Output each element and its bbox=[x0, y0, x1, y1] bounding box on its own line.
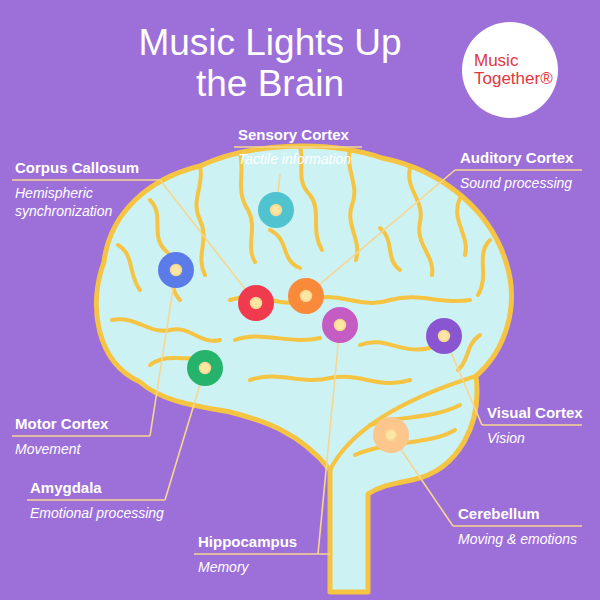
logo-circle: Music Together® bbox=[462, 22, 558, 118]
part-function: Emotional processing bbox=[30, 504, 190, 522]
part-function: Vision bbox=[487, 429, 587, 447]
title: Music Lights Up the Brain bbox=[110, 22, 430, 105]
part-function: Hemispheric synchronization bbox=[15, 184, 165, 220]
part-function: Movement bbox=[15, 440, 155, 458]
part-name: Visual Cortex bbox=[487, 404, 587, 422]
part-function: Moving & emotions bbox=[458, 530, 588, 548]
part-name: Hippocampus bbox=[198, 533, 328, 551]
part-name: Cerebellum bbox=[458, 505, 583, 523]
part-name: Corpus Callosum bbox=[15, 159, 165, 177]
brain-gyri bbox=[112, 146, 490, 470]
activity-dots bbox=[158, 192, 462, 453]
part-name: Amygdala bbox=[30, 479, 170, 497]
logo-text: Music Together® bbox=[474, 52, 546, 88]
part-function: Memory bbox=[198, 558, 328, 576]
part-function: Sound processing bbox=[460, 174, 585, 192]
part-name: Auditory Cortex bbox=[460, 149, 585, 167]
brain-outline bbox=[96, 146, 511, 592]
part-function: Tactile information bbox=[238, 150, 378, 168]
part-name: Motor Cortex bbox=[15, 415, 155, 433]
part-name: Sensory Cortex bbox=[238, 126, 368, 144]
leader-lines bbox=[12, 147, 582, 554]
